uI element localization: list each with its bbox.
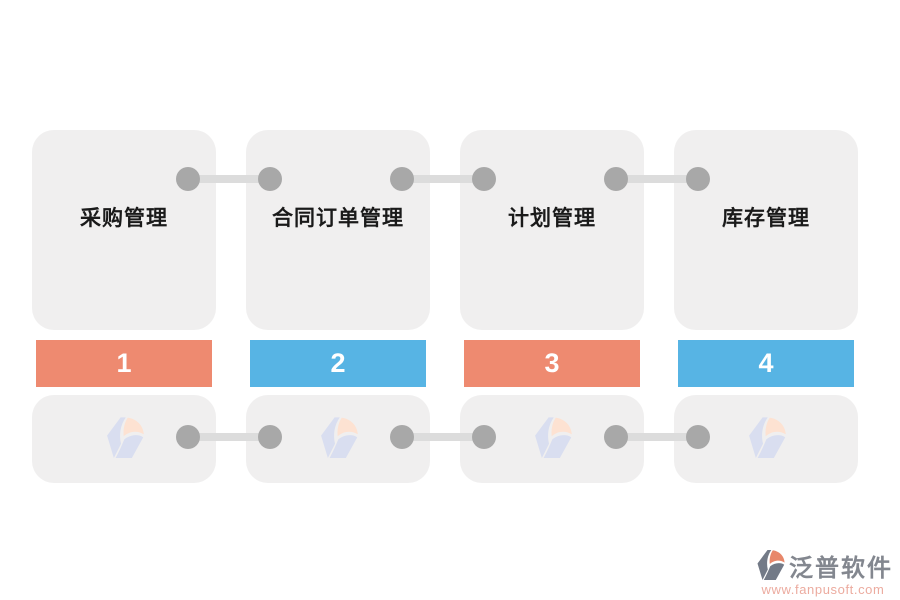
- brand-url: www.fanpusoft.com: [761, 582, 885, 597]
- fanpusoft-brand-row: 泛普软件: [753, 548, 893, 583]
- connector-dot: [176, 167, 200, 191]
- connector-dot: [258, 425, 282, 449]
- stage-title-1: 采购管理: [80, 207, 168, 230]
- connector-line: [616, 433, 698, 441]
- connector-line: [402, 433, 484, 441]
- stage-number-4: 4: [758, 348, 774, 378]
- process-column-4: 库存管理 4: [674, 130, 858, 483]
- connector-dot: [472, 425, 496, 449]
- fanpusoft-logo-icon: [321, 417, 358, 458]
- connector-dot: [604, 167, 628, 191]
- connector-top-3: [604, 167, 710, 191]
- stage-card-1: 采购管理: [32, 130, 216, 330]
- connector-dot: [686, 425, 710, 449]
- connector-dot: [258, 167, 282, 191]
- stage-title-4: 库存管理: [722, 207, 810, 230]
- connector-bottom-3: [604, 425, 710, 449]
- brand-name: 泛普软件: [789, 555, 893, 582]
- fanpusoft-logo-icon: [107, 417, 144, 458]
- stage-title-2: 合同订单管理: [272, 207, 404, 230]
- stage-number-bar-1: 1: [36, 340, 212, 387]
- connector-dot: [390, 425, 414, 449]
- process-columns: 采购管理 1 合同订单管理 2: [32, 130, 858, 483]
- fanpusoft-logo-icon: [757, 549, 785, 580]
- stage-card-2: 合同订单管理: [246, 130, 430, 330]
- fanpusoft-brand-block: 泛普软件 www.fanpusoft.com: [753, 548, 893, 597]
- process-column-2: 合同订单管理 2: [246, 130, 430, 483]
- stage-number-2: 2: [330, 348, 346, 378]
- connector-dot: [604, 425, 628, 449]
- connector-bottom-1: [176, 425, 282, 449]
- connector-dot: [176, 425, 200, 449]
- stage-title-3: 计划管理: [508, 207, 596, 230]
- fanpusoft-logo-icon: [749, 417, 786, 458]
- connector-dot: [390, 167, 414, 191]
- connector-line: [616, 175, 698, 183]
- connector-line: [188, 175, 270, 183]
- stage-number-bar-3: 3: [464, 340, 640, 387]
- stage-number-1: 1: [116, 348, 132, 378]
- connector-dot: [686, 167, 710, 191]
- connector-bottom-2: [390, 425, 496, 449]
- stage-number-3: 3: [544, 348, 560, 378]
- stage-card-3: 计划管理: [460, 130, 644, 330]
- stage-card-4: 库存管理: [674, 130, 858, 330]
- fanpusoft-logo-icon: [535, 417, 572, 458]
- stage-number-bar-4: 4: [678, 340, 854, 387]
- connector-top-2: [390, 167, 496, 191]
- connector-line: [402, 175, 484, 183]
- stage-number-bar-2: 2: [250, 340, 426, 387]
- process-column-1: 采购管理 1: [32, 130, 216, 483]
- connector-dot: [472, 167, 496, 191]
- connector-line: [188, 433, 270, 441]
- connector-top-1: [176, 167, 282, 191]
